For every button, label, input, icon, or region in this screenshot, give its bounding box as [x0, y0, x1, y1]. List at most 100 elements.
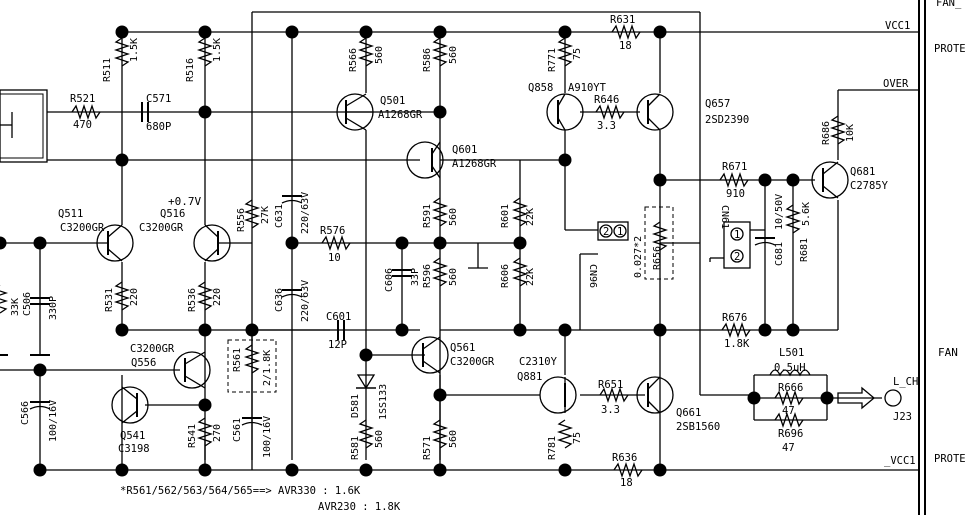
c601-value: 12P — [328, 339, 347, 351]
q556-part: C3200GR — [130, 343, 175, 355]
junction-dot — [747, 391, 761, 405]
r601-value: 22K — [525, 208, 536, 226]
r586-value: 560 — [448, 46, 459, 64]
output-jack-icon[interactable] — [884, 389, 902, 407]
junction-dot — [115, 153, 129, 167]
junction-dot — [433, 25, 447, 39]
q511-part: C3200GR — [60, 222, 105, 234]
resistor-symbols — [0, 23, 847, 479]
r781-value: 75 — [572, 432, 583, 444]
junction-dot — [558, 323, 572, 337]
r516-value: 1.5K — [212, 38, 223, 62]
cn61-pin1: 1 — [734, 229, 740, 241]
r-left-value: 33K — [10, 298, 21, 316]
junction-dot — [758, 173, 772, 187]
junction-dot — [285, 25, 299, 39]
r561-ref: R561 — [232, 348, 243, 372]
r591-ref: R591 — [422, 204, 433, 228]
r531-value: 220 — [129, 288, 140, 306]
junction-dot — [433, 388, 447, 402]
junction-dot — [33, 236, 47, 250]
r521-value: 470 — [73, 119, 92, 131]
junction-dot — [820, 391, 834, 405]
r541-value: 270 — [212, 424, 223, 442]
q561-part: C3200GR — [450, 356, 495, 368]
q501-part: A1268GR — [378, 109, 423, 121]
r651-value: 3.3 — [601, 404, 620, 416]
r581-ref: R581 — [350, 436, 361, 460]
r511-value: 1.5K — [129, 38, 140, 62]
r636-value: 18 — [620, 477, 633, 489]
c506-value: 330P — [48, 296, 59, 320]
port-jack: J23 — [893, 411, 912, 423]
q556-ref: Q556 — [131, 357, 156, 369]
r556-ref: R556 — [236, 208, 247, 232]
port-lch: L_CH — [893, 376, 918, 388]
r666-value: 47 — [782, 405, 795, 417]
q661-ref: Q661 — [676, 407, 701, 419]
cn96-label: CN96 — [587, 264, 598, 288]
c681-value: 10/50V — [774, 194, 785, 230]
c561-ref: C561 — [232, 418, 243, 442]
c636-value: 220/63V — [300, 280, 311, 322]
c566-value: 100/16V — [48, 400, 59, 442]
port-fan-top: FAN_ — [936, 0, 962, 9]
r561-dashed-box — [227, 339, 277, 393]
junction-dot — [0, 236, 7, 250]
left-block-inner — [0, 93, 44, 159]
cn96-pin2: 1 — [617, 226, 623, 238]
junction-dot — [558, 153, 572, 167]
r651-ref: R651 — [598, 379, 623, 391]
q501-ref: Q501 — [380, 95, 405, 107]
q511-ref: Q511 — [58, 208, 83, 220]
port-protect-top: PROTE — [934, 43, 966, 55]
q657-part: 2SD2390 — [705, 114, 749, 126]
r591-value: 560 — [448, 208, 459, 226]
r531-ref: R531 — [104, 288, 115, 312]
junction-dot — [786, 323, 800, 337]
c631-ref: C631 — [274, 204, 285, 228]
diode-d581-symbol — [356, 374, 376, 390]
port-vcc1: VCC1 — [885, 20, 910, 32]
cn61-label: CN61 — [719, 205, 730, 229]
r601-ref: R601 — [500, 204, 511, 228]
q601-ref: Q601 — [452, 144, 477, 156]
c571-value: 680P — [146, 121, 171, 133]
r561-value: 2/1.8K — [262, 350, 273, 386]
r631-ref: R631 — [610, 14, 635, 26]
wires — [0, 11, 919, 471]
output-arrow — [837, 386, 876, 410]
r681-ref: R681 — [799, 238, 810, 262]
left-block — [0, 89, 48, 163]
junction-dot — [653, 323, 667, 337]
r596-ref: R596 — [422, 264, 433, 288]
q881-part: C2310Y — [519, 356, 558, 368]
l501-ref: L501 — [779, 347, 804, 359]
junction-dot — [395, 236, 409, 250]
r586-ref: R586 — [422, 48, 433, 72]
q661-part: 2SB1560 — [676, 421, 720, 433]
r606-ref: R606 — [500, 264, 511, 288]
r631-value: 18 — [619, 40, 632, 52]
l501-value: 0.5uH — [774, 362, 806, 374]
junction-dot — [359, 25, 373, 39]
q541-ref: Q541 — [120, 430, 145, 442]
r576-value: 10 — [328, 252, 341, 264]
c631-value: 220/63V — [300, 192, 311, 234]
c566-ref: C566 — [20, 401, 31, 425]
junction-dot — [115, 25, 129, 39]
r596-value: 560 — [448, 268, 459, 286]
r566-ref: R566 — [348, 48, 359, 72]
c561-value: 100/16V — [262, 416, 273, 458]
junction-dot — [513, 236, 527, 250]
cn96-pin1: 2 — [603, 226, 609, 238]
q858-ref: Q858 — [528, 82, 553, 94]
r656-dashed-box — [644, 206, 674, 280]
labels: VCC1 PROTE OVER FAN _VCC1 PROTE L_CH J23… — [10, 0, 966, 513]
junction-dot — [285, 463, 299, 477]
capacitor-symbols — [29, 102, 776, 426]
q601-part: A1268GR — [452, 158, 497, 170]
junction-dot — [758, 323, 772, 337]
r636-ref: R636 — [612, 452, 637, 464]
